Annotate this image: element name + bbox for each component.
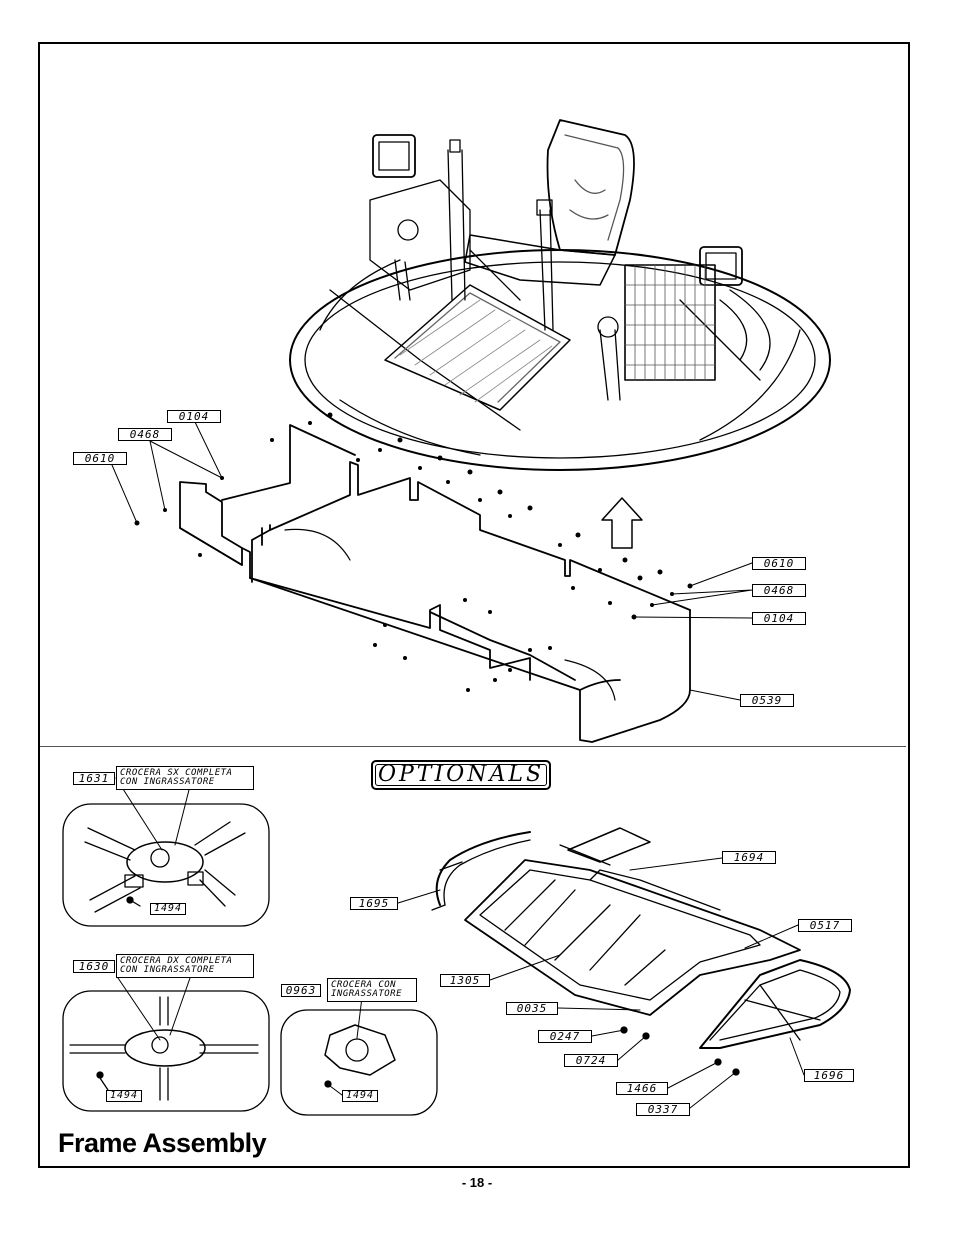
assembly-arrow (601, 497, 643, 549)
part-label-1305: 1305 (440, 974, 490, 987)
part-label-0724: 0724 (564, 1054, 618, 1067)
page-frame (38, 42, 910, 1168)
hardware-bolts (134, 412, 693, 692)
part-label-0247: 0247 (538, 1030, 592, 1043)
part-label-1494-c: 1494 (342, 1090, 378, 1102)
section-divider (40, 746, 906, 747)
part-label-0517: 0517 (798, 919, 852, 932)
page-number: - 18 - (461, 1175, 493, 1190)
power-trowel-drawing (289, 119, 831, 471)
crocera-description: CROCERA CON INGRASSATORE (327, 978, 417, 1002)
part-label-0963: 0963 (281, 984, 321, 997)
shield-panel-drawing (179, 424, 691, 743)
part-label-1694: 1694 (722, 851, 776, 864)
crossarm-sx-drawing (62, 777, 270, 927)
crocera-dx-description: CROCERA DX COMPLETA CON INGRASSATORE (116, 954, 254, 978)
part-label-1631: 1631 (73, 772, 115, 785)
part-label-1696: 1696 (804, 1069, 854, 1082)
crossarm-dx-drawing (62, 977, 270, 1112)
part-label-1494-a: 1494 (150, 903, 186, 915)
crocera-dx-line1: CROCERA DX COMPLETA (120, 956, 233, 966)
part-label-0104-right: 0104 (752, 612, 806, 625)
guard-ring-drawing (431, 827, 851, 1076)
part-label-1494-b: 1494 (106, 1090, 142, 1102)
crocera-sx-description: CROCERA SX COMPLETA CON INGRASSATORE (116, 766, 254, 790)
part-label-0035: 0035 (506, 1002, 558, 1015)
part-label-1466: 1466 (616, 1082, 668, 1095)
crossarm-drawing (280, 996, 438, 1116)
part-label-0468: 0468 (118, 428, 172, 441)
part-label-1630: 1630 (73, 960, 115, 973)
page-title: Frame Assembly (58, 1128, 267, 1158)
crocera-line2: INGRASSATORE (331, 989, 403, 999)
part-label-0337: 0337 (636, 1103, 690, 1116)
part-label-0468-right: 0468 (752, 584, 806, 597)
part-label-0610: 0610 (73, 452, 127, 465)
optionals-heading: OPTIONALS (371, 760, 551, 790)
crocera-sx-line1: CROCERA SX COMPLETA (120, 768, 233, 778)
crocera-dx-line2: CON INGRASSATORE (120, 965, 215, 975)
leader-lines-top (111, 421, 753, 701)
crocera-line1: CROCERA CON (331, 980, 397, 990)
crocera-sx-line2: CON INGRASSATORE (120, 777, 215, 787)
part-label-0104: 0104 (167, 410, 221, 423)
part-label-1695: 1695 (350, 897, 398, 910)
part-label-0539: 0539 (740, 694, 794, 707)
part-label-0610-right: 0610 (752, 557, 806, 570)
leader-lines-bottom (397, 857, 805, 1109)
